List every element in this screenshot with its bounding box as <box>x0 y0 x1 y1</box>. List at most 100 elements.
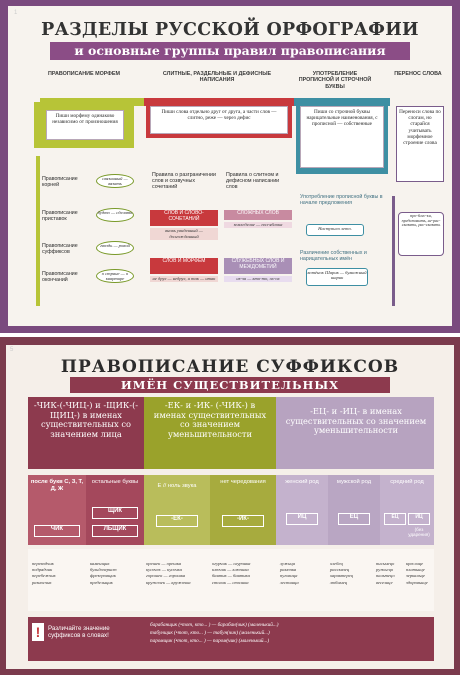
example-word: любимец <box>330 579 348 585</box>
hyphenation-rule-card: Переноси слова по слогам, но старайся уч… <box>396 106 444 182</box>
example-word: рамочка <box>280 567 297 573</box>
examples-its-neuter: креслице платьице зеркальце здоровьице <box>406 561 436 586</box>
example-word: горошек — горошка <box>146 573 186 579</box>
example-word: огурчик — огурчика <box>212 561 251 566</box>
group-heading-chik-shchik: -ЧИК-(-ЧИЦ-) и -ЩИК-(-ЩИЦ-) в именах сущ… <box>33 400 139 439</box>
example-word: столик — столика <box>212 579 249 585</box>
suffix-ets-masculine: ЕЦ <box>338 513 370 525</box>
example-word: пуговица <box>280 573 298 579</box>
subcol-head-neuter: средний род <box>390 479 424 485</box>
warning-example-line: табунщик (•тот, кто... ) — табун(чик) (м… <box>150 630 270 637</box>
example-word: зеркальце <box>406 573 426 579</box>
subtitle-band <box>70 377 390 393</box>
subcol-head-e-zero: Е // ноль звука <box>157 483 197 489</box>
examples-shchik: каменщик бульдозерист фрезеровщик предел… <box>90 561 144 586</box>
example-word: характерец <box>330 573 353 579</box>
subcol5-bg <box>276 475 328 545</box>
example-word: бантик — бантика <box>212 573 250 579</box>
column-header-spelling: СЛИТНЫЕ, РАЗДЕЛЬНЫЕ И ДЕФИСНЫЕ НАПИСАНИЯ <box>162 71 272 84</box>
examples-ets-neuter: письмецо ружьецо пальтецо веселице <box>376 561 406 586</box>
examples-ek: орешек — орешка кусочек — кусочка гороше… <box>146 561 210 586</box>
example-word: веселице <box>376 579 393 585</box>
example-word: лестница <box>280 579 299 585</box>
page-number: 1 <box>14 10 18 16</box>
page-subtitle: ИМЁН СУЩЕСТВИТЕЛЬНЫХ <box>120 378 340 392</box>
suffix-shchik: ЩИК <box>92 507 138 519</box>
noun-suffixes-poster: 5 ПРАВОПИСАНИЕ СУФФИКСОВ ИМЁН СУЩЕСТВИТЕ… <box>0 337 460 675</box>
example-word: разносчик <box>32 579 52 585</box>
warning-example-line: паромщик (•тот, кто... ) — паром(чик) (м… <box>150 638 270 645</box>
caps-example-proper: котёнок Шарик — бумажный шарик <box>306 268 368 286</box>
caps-rule-proper-names: Различение собственных и нарицательных и… <box>300 250 367 263</box>
group2-bg <box>144 397 276 469</box>
warning-exclamation: ! <box>32 623 44 641</box>
example-word: платьице <box>406 567 425 573</box>
spelling-rule-card: Пиши слова отдельно друг от друга, а час… <box>150 106 288 134</box>
subcol-head-feminine: женский род <box>285 479 319 485</box>
morph-items-frame <box>36 156 136 306</box>
subcol2-bg <box>86 475 144 545</box>
morph-example-roots: связанный — вязать <box>96 174 134 188</box>
page-title: РАЗДЕЛЫ РУССКОЙ ОРФОГРАФИИ <box>41 20 419 40</box>
example-words-morphemes: не друг — недруг, и так — итак <box>150 276 218 283</box>
subcol-head-after-letters: после букв С, З, Т, Д, Ж <box>30 479 84 492</box>
page-number: 5 <box>10 347 14 353</box>
suffix-ik: -ИК- <box>222 515 264 527</box>
morph-example-prefixes: будто — сделать <box>96 208 134 222</box>
example-word: переводчик <box>32 561 54 566</box>
morph-rule-card: Пиши морфему одинаково независимо от про… <box>46 110 124 140</box>
examples-bg <box>28 549 434 611</box>
subcol-head-other-letters: остальные буквы <box>91 479 139 485</box>
caps-example-sentence: Наступило лето. <box>306 224 364 236</box>
rule-joined-hyphenated: Правила о слитном и дефисном написании с… <box>226 172 280 191</box>
subcol7-bg <box>380 475 434 545</box>
example-word: кусочек — кусочка <box>146 567 182 573</box>
example-words-phrases: вновь увиденный — долгожданный <box>150 228 218 241</box>
example-word: рассказец <box>330 567 350 573</box>
morph-example-suffixes: гвоздь — ровой <box>96 241 134 255</box>
suffix-its-feminine: ИЦ <box>286 513 318 525</box>
warning-examples: барабанщик (•тот, кто... ) — барабан(чик… <box>150 621 432 645</box>
example-word: орешек — орешка <box>146 561 182 566</box>
examples-ik: огурчик — огурчика ключик — ключика бант… <box>212 561 276 586</box>
suffix-its-neuter: ИЦ <box>408 513 430 525</box>
morph-item-suffixes: Правописание суффиксов <box>42 243 78 256</box>
subcol6-bg <box>328 475 380 545</box>
example-compound-words: земледелие — пол-яблока <box>224 222 292 229</box>
example-word: здоровьице <box>406 579 428 585</box>
example-word: предельщик <box>90 579 113 585</box>
suffix-ek: -ЕК- <box>156 515 198 527</box>
subcol1-bg <box>28 475 86 545</box>
example-word: письмецо <box>376 561 395 566</box>
group1-bg <box>28 397 144 469</box>
page-subtitle: и основные группы правил правописания <box>74 43 386 58</box>
morph-item-roots: Правописание корней <box>42 176 78 189</box>
column-header-hyphenation: ПЕРЕНОС СЛОВА <box>394 71 442 77</box>
example-word: бульдозерист <box>90 567 117 573</box>
group-heading-ek-ik: -ЕК- и -ИК- (-ЧИК-) в именах существител… <box>153 400 267 439</box>
example-word: каменщик <box>90 561 110 566</box>
caps-rule-sentence-start: Употребление прописной буквы в начале пр… <box>300 194 383 207</box>
rule-word-separation: Правила о разграничении слов и созвучных… <box>152 172 216 191</box>
example-word: фрезеровщик <box>90 573 116 579</box>
hyph-example: про-блес-ки, представить, не-рас-сказать… <box>398 212 444 256</box>
examples-its-feminine: лужица рамочка пуговица лестница <box>280 561 328 586</box>
example-word: перебежчик <box>32 573 56 579</box>
example-word: креслице <box>406 561 424 566</box>
morph-item-prefixes: Правописание приставок <box>42 210 78 223</box>
group3-bg <box>276 397 434 469</box>
suffix-ets-neuter: ЕЦ <box>384 513 406 525</box>
column-header-capitals: УПОТРЕБЛЕНИЕ ПРОПИСНОЙ И СТРОЧНОЙ БУКВЫ <box>298 71 372 90</box>
warning-text: Различайте значение суффиксов в словах! <box>48 625 110 640</box>
page-title: ПРАВОПИСАНИЕ СУФФИКСОВ <box>60 357 400 377</box>
example-function-words: из-за — кто-то, ох-ох <box>224 276 292 283</box>
example-word: ружьецо <box>376 567 394 573</box>
suffix-lshchik: ЛЬЩИК <box>92 525 138 537</box>
neuter-unstressed-note: (без ударения) <box>408 527 430 538</box>
band-words-phrases: СЛОВ И СЛОВО-СОЧЕТАНИЙ <box>150 210 218 226</box>
capitals-rule-card: Пиши со строчной буквы нарицательные наи… <box>300 106 384 168</box>
group-heading-ets-its: -ЕЦ- и -ИЦ- в именах существительных со … <box>285 406 427 436</box>
morph-example-endings: о стране — о квартире <box>96 269 134 283</box>
band-compound-words: СЛОЖНЫХ СЛОВ <box>224 210 292 220</box>
example-word: ключик — ключика <box>212 567 249 573</box>
